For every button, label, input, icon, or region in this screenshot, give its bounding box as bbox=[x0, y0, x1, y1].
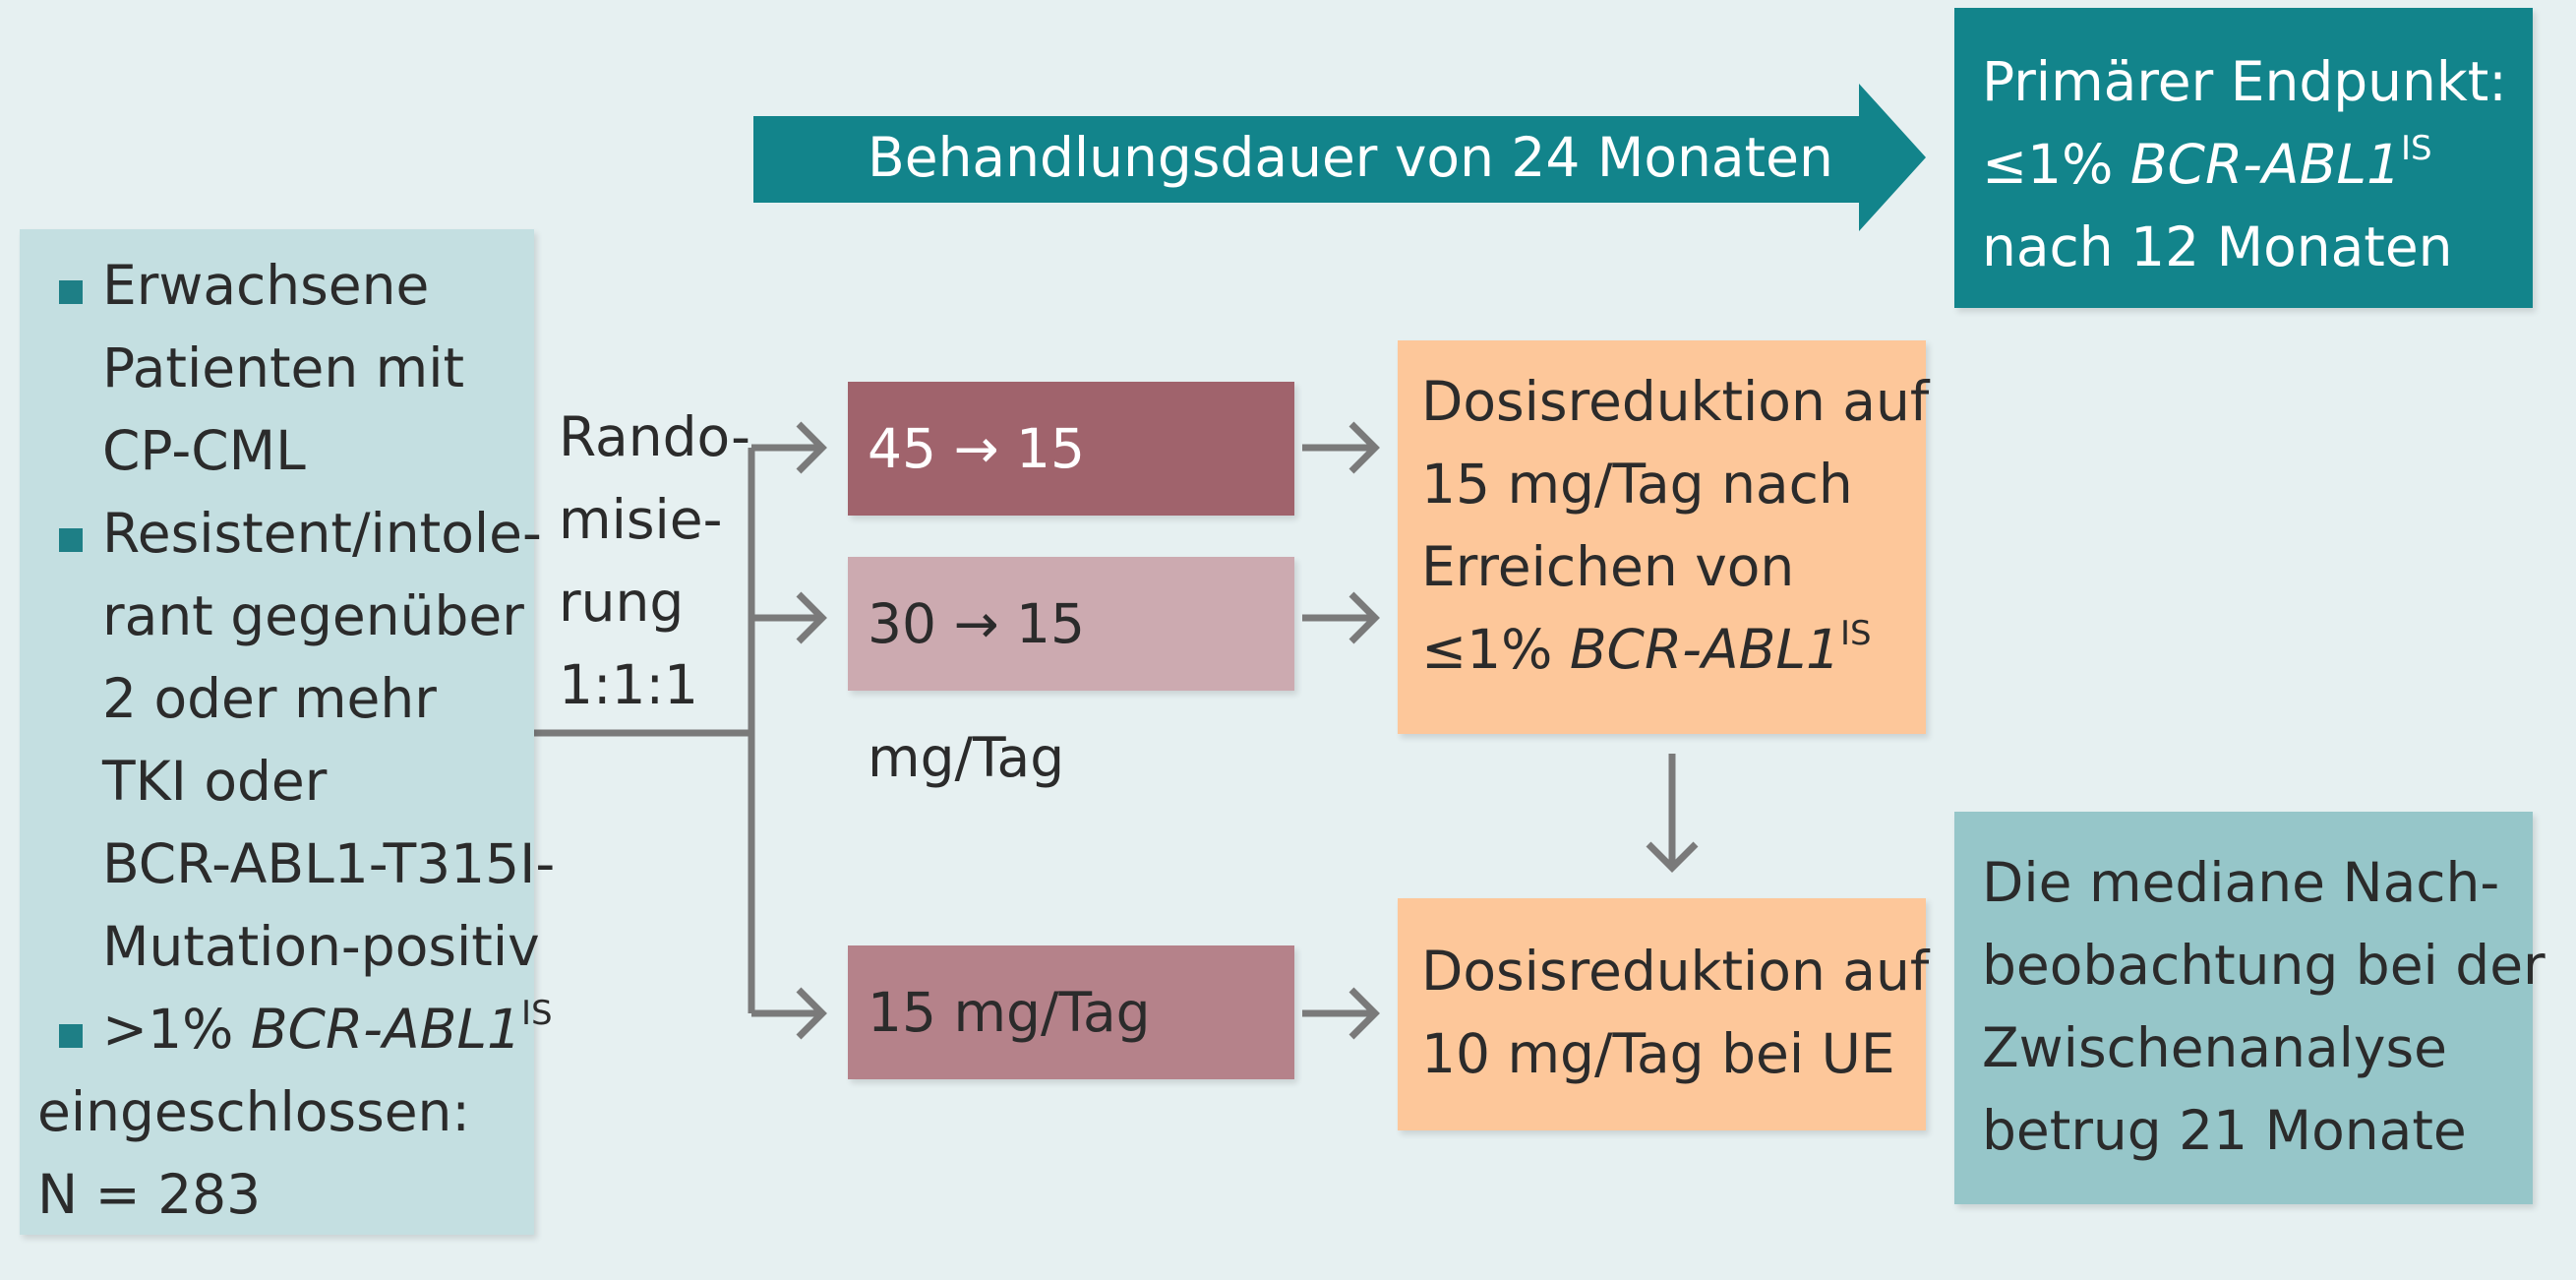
criteria-bullet-bcr-abl1: >1% BCR-ABL1IS bbox=[37, 988, 553, 1070]
criteria-bullet-adults: Erwachsene Patienten mit CP-CML bbox=[37, 244, 534, 492]
arm-45-to-15: 45 → 15 mg/Tag bbox=[848, 382, 1294, 614]
dose-reduction-ae-box: Dosisreduktion auf 10 mg/Tag bei UE bbox=[1398, 898, 1929, 1130]
duration-label: Behandlungsdauer von 24 Monaten bbox=[868, 126, 1833, 189]
bullet-marker bbox=[59, 280, 83, 304]
reduction-down-arrow bbox=[1646, 754, 1699, 873]
arm3-connector bbox=[751, 987, 827, 1040]
inclusion-criteria-box: Erwachsene Patienten mit CP-CML Resisten… bbox=[20, 229, 555, 1235]
primary-endpoint-box: Primärer Endpunkt: ≤1% BCR-ABL1IS nach 1… bbox=[1954, 8, 2533, 308]
arm2-to-reduction-arrow bbox=[1302, 591, 1380, 644]
duration-arrow bbox=[753, 84, 1926, 231]
primary-endpoint-title: Primärer Endpunkt: bbox=[1982, 50, 2507, 113]
arm1-connector bbox=[751, 421, 827, 474]
bullet-marker bbox=[59, 528, 83, 552]
arm2-connector bbox=[751, 591, 827, 644]
enroll-connector bbox=[534, 448, 755, 1013]
criteria-bullet-resistance: Resistent/intole- rant gegenüber 2 oder … bbox=[37, 492, 555, 988]
arm1-to-reduction-arrow bbox=[1302, 421, 1380, 474]
enrolled-count: N = 283 bbox=[37, 1163, 262, 1226]
randomization-label: Rando- misie- rung 1:1:1 bbox=[559, 405, 750, 716]
arm-15: 15 mg/Tag bbox=[848, 945, 1294, 1079]
dose-reduction-response-box: Dosisreduktion auf 15 mg/Tag nach Erreic… bbox=[1398, 340, 1929, 734]
bullet-marker bbox=[59, 1024, 83, 1048]
arm-30-to-15: 30 → 15 mg/Tag bbox=[848, 557, 1294, 789]
arm3-to-reduction-arrow bbox=[1302, 987, 1380, 1040]
followup-box: Die mediane Nach- beobachtung bei der Zw… bbox=[1954, 812, 2546, 1204]
enrolled-label: eingeschlossen: bbox=[37, 1080, 470, 1143]
